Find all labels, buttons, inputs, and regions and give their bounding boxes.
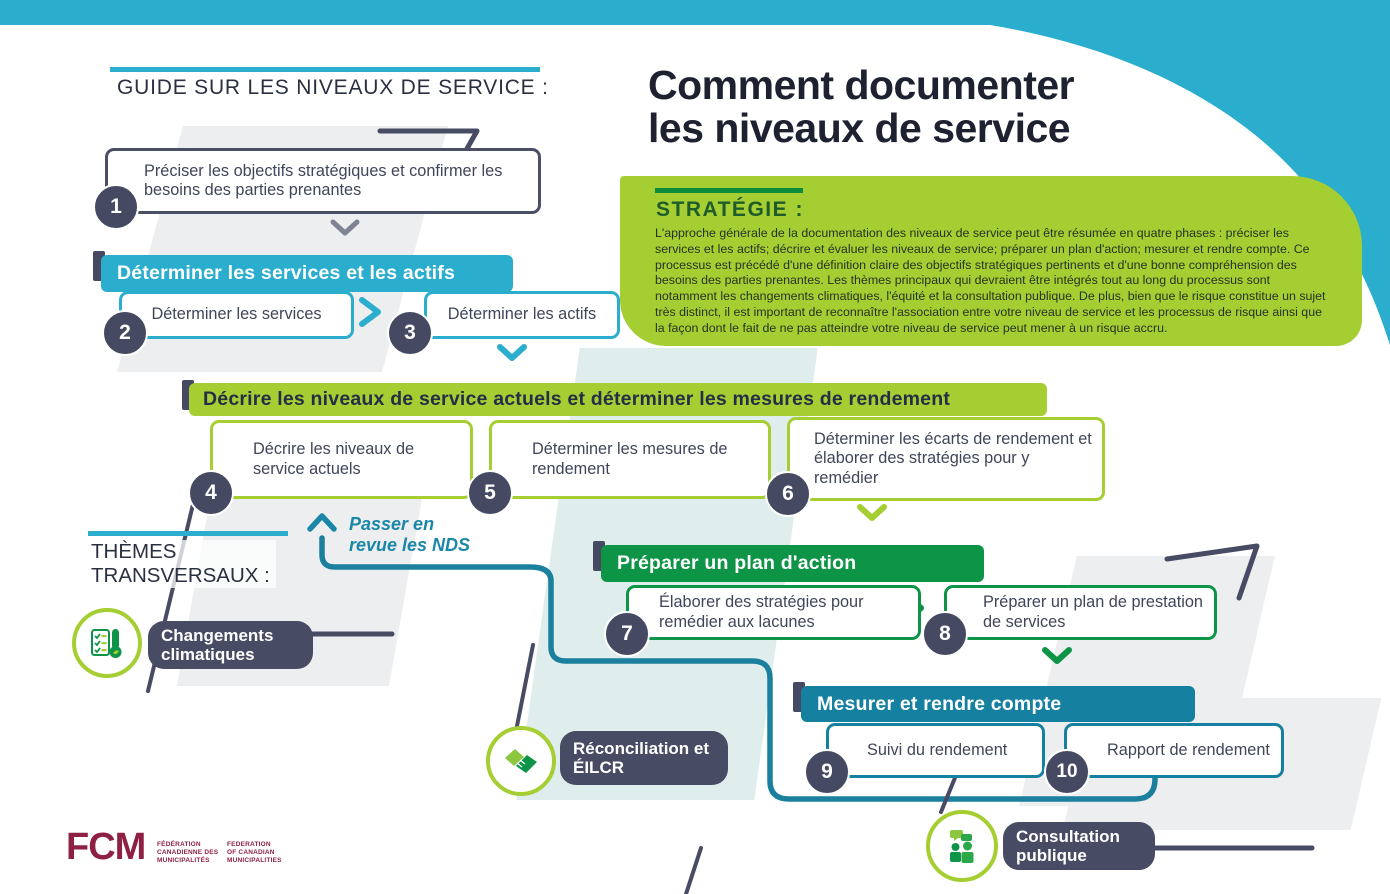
fcm-logo: FCM (66, 826, 146, 868)
step-4-box: Décrire les niveaux de service actuels (210, 420, 473, 499)
phase-3-header: Décrire les niveaux de service actuels e… (189, 383, 1047, 416)
guide-heading: GUIDE SUR LES NIVEAUX DE SERVICE : (117, 76, 549, 99)
theme-badge-climate: Changements climatiques (148, 621, 313, 669)
fcm-org-french: FÉDÉRATION CANADIENNE DES MUNICIPALITÉS (157, 841, 219, 865)
climate-checklist-thermometer-icon (72, 608, 142, 678)
corner-bracket-2 (1164, 543, 1260, 601)
step-2-box: Déterminer les services (119, 291, 354, 339)
arrow-right-step2-3-icon (359, 297, 381, 327)
handshake-icon (486, 726, 556, 796)
theme-badge-reconciliation: Réconciliation et ÉILCR (560, 731, 728, 785)
step-4-number: 4 (188, 470, 234, 516)
step-7-number: 7 (604, 611, 650, 657)
strategy-heading-rule (655, 188, 803, 193)
step-8-number: 8 (922, 611, 968, 657)
themes-heading-rule (88, 531, 288, 536)
arrow-down-step8-icon (1042, 647, 1072, 664)
theme-badge-consultation: Consultation publique (1003, 822, 1155, 870)
phase-5-header: Mesurer et rendre compte (801, 686, 1195, 722)
step-8-box: Préparer un plan de prestation de servic… (944, 585, 1217, 640)
step-6-box: Déterminer les écarts de rendement et él… (787, 417, 1105, 501)
arrow-down-step1-icon (330, 219, 360, 236)
line-bottom-slant (684, 846, 703, 894)
page-title: Comment documenter les niveaux de servic… (648, 62, 1075, 152)
step-10-number: 10 (1044, 749, 1090, 795)
review-loop-line (319, 535, 1158, 802)
step-3-number: 3 (387, 310, 433, 356)
phase-2-header: Déterminer les services et les actifs (101, 255, 513, 292)
corner-teal-blob (950, 0, 1390, 345)
review-up-arrow-icon (307, 513, 337, 532)
guide-heading-rule (110, 67, 540, 72)
step-3-box: Déterminer les actifs (424, 291, 620, 339)
step-2-number: 2 (102, 310, 148, 356)
step-10-box: Rapport de rendement (1064, 723, 1284, 778)
leader-reconciliation (514, 643, 535, 733)
step-9-box: Suivi du rendement (826, 723, 1045, 778)
review-nds-label: Passer en revue les NDS (349, 514, 471, 556)
step-6-number: 6 (765, 471, 811, 517)
step-1-box: Préciser les objectifs stratégiques et c… (105, 148, 541, 214)
step-7-box: Élaborer des stratégies pour remédier au… (626, 585, 921, 640)
people-speech-bubbles-icon (926, 810, 998, 882)
step-9-number: 9 (804, 749, 850, 795)
strategy-body: L'approche générale de la documentation … (655, 226, 1326, 335)
fcm-org-english: FEDERATION OF CANADIAN MUNICIPALITIES (227, 841, 282, 865)
step-5-number: 5 (467, 470, 513, 516)
strategy-heading: STRATÉGIE : (656, 198, 804, 221)
arrow-down-step3-icon (497, 344, 527, 361)
step-5-box: Déterminer les mesures de rendement (489, 420, 771, 499)
themes-heading: THÈMES TRANSVERSAUX : (91, 540, 276, 589)
arrow-down-step6-icon (857, 504, 887, 521)
phase-4-header: Préparer un plan d'action (601, 545, 984, 582)
step-1-number: 1 (93, 184, 139, 230)
strategy-box (620, 176, 1362, 346)
